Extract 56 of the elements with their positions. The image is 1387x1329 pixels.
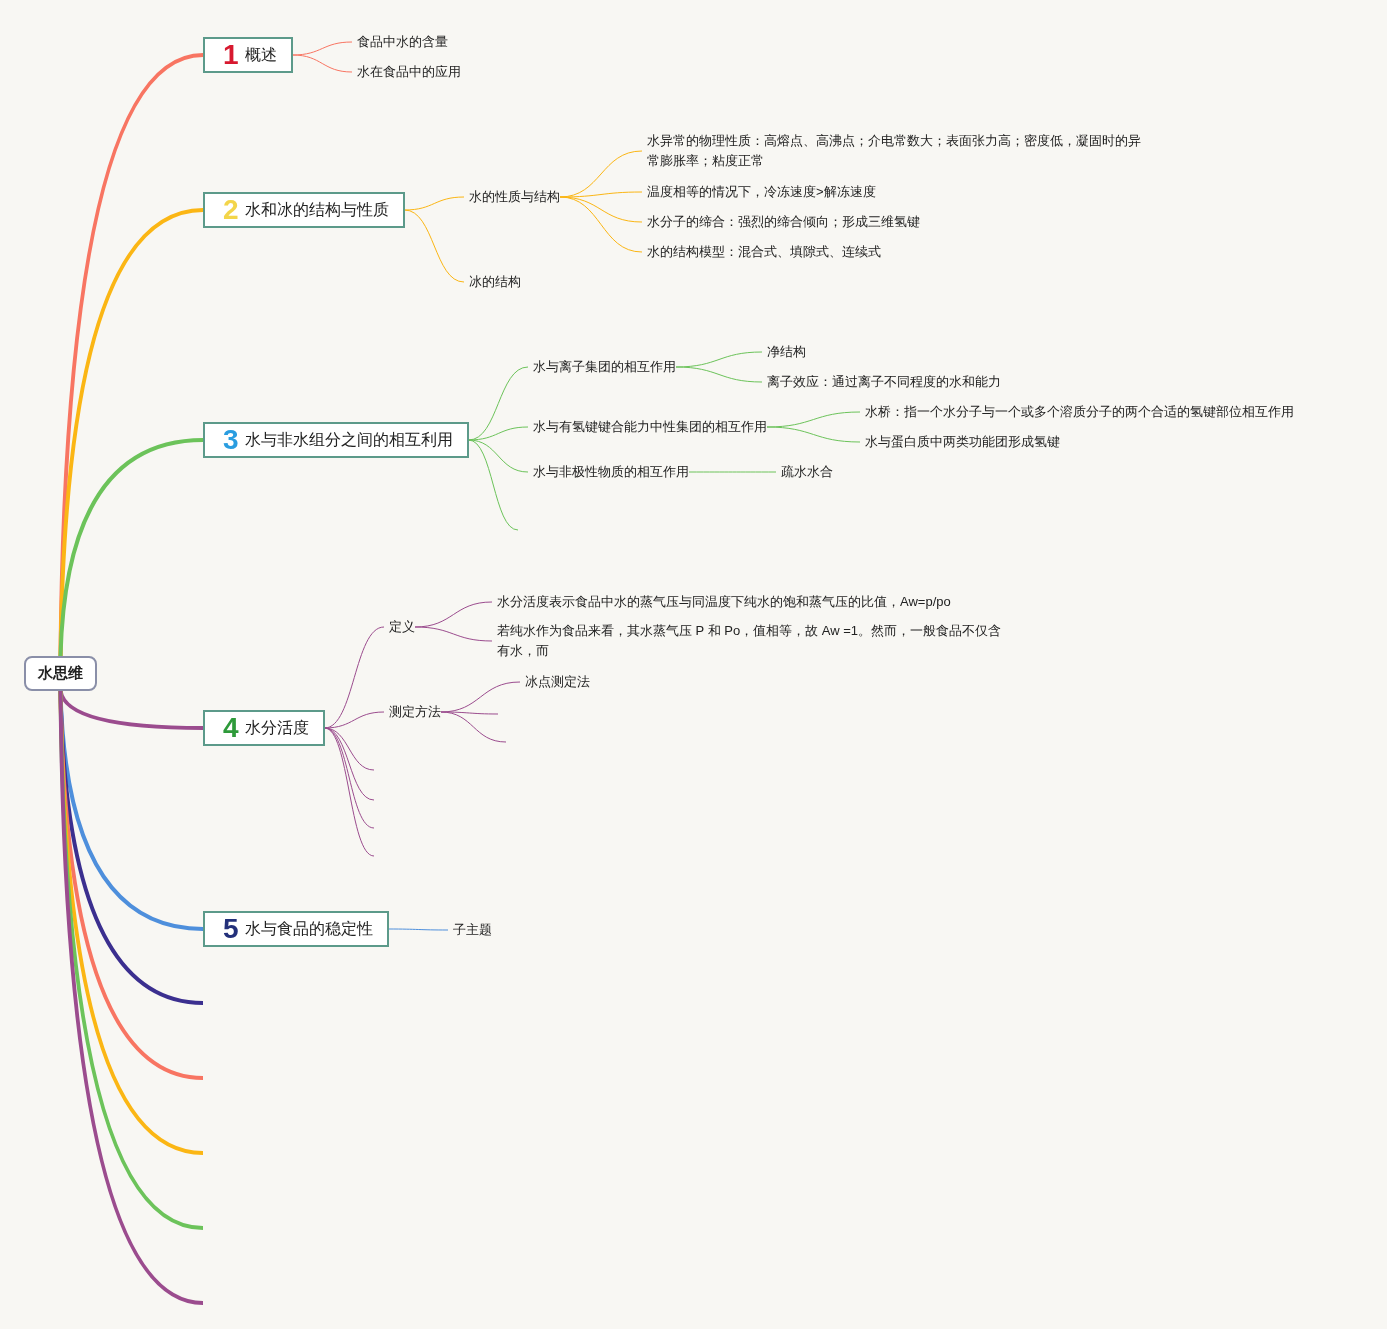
topic-number: 1: [223, 41, 239, 69]
topic-number: 2: [223, 196, 239, 224]
topic-title: 水分活度: [244, 718, 309, 738]
topic-number: 3: [223, 426, 239, 454]
connector-line: [404, 196, 465, 211]
connector-line: [559, 196, 643, 223]
connector-line: [468, 439, 529, 473]
subtopic-text: 定义: [384, 617, 415, 637]
subtopic-text: 若纯水作为食品来看，其水蒸气压 P 和 Po，值相等，故 Aw =1。然而，一般食品不仅含有水，而: [492, 621, 1002, 661]
subtopic-text: 食品中水的含量: [352, 32, 448, 52]
branch-line: [58, 53, 204, 657]
subtopic-text: 水分活度表示食品中水的蒸气压与同温度下纯水的饱和蒸气压的比值，Aw=p/po: [492, 592, 951, 612]
subtopic-text: 水异常的物理性质：高熔点、高沸点；介电常数大；表面张力高；密度低，凝固时的异常膨胀率；粘度正常: [642, 131, 1142, 171]
connector-line: [404, 209, 465, 283]
branch-line: [58, 438, 204, 657]
subtopic-text: 水与离子集团的相互作用: [528, 357, 676, 377]
subtopic-text: 温度相等的情况下，冷冻速度>解冻速度: [642, 182, 876, 202]
connector-line: [468, 426, 529, 441]
subtopic-text: 子主题: [448, 920, 492, 940]
topic-box: [203, 192, 405, 228]
connector-line: [388, 928, 449, 931]
subtopic-text: 冰的结构: [464, 272, 521, 292]
topic-box: [203, 422, 469, 458]
connector-line: [766, 426, 861, 443]
subtopic-text: 水桥：指一个水分子与一个或多个溶质分子的两个合适的氢键部位相互作用: [860, 402, 1294, 422]
connector-line: [675, 366, 763, 383]
subtopic-text: 离子效应：通过离子不同程度的水和能力: [762, 372, 1001, 392]
topic-box: [203, 911, 389, 947]
connector-line: [559, 196, 643, 253]
topic-title: 水和冰的结构与性质: [244, 200, 389, 220]
connector-line: [324, 711, 385, 729]
subtopic-text: 水与非极性物质的相互作用: [528, 462, 689, 482]
subtopic-text: 水与蛋白质中两类功能团形成氢键: [860, 432, 1060, 452]
subtopic-text: 水与有氢键键合能力中性集团的相互作用: [528, 417, 767, 437]
connector-line: [324, 727, 375, 857]
connector-line: [440, 711, 507, 743]
subtopic-text: 水的结构模型：混合式、填隙式、连续式: [642, 242, 881, 262]
subtopic-text: 冰点测定法: [520, 672, 590, 692]
topic-number: 4: [223, 714, 239, 742]
connector-line: [688, 471, 777, 473]
connector-line: [468, 439, 519, 531]
connector-line: [414, 626, 493, 642]
subtopic-text: 疏水水合: [776, 462, 833, 482]
subtopic-text: 水在食品中的应用: [352, 62, 461, 82]
topic-title: 水与非水组分之间的相互利用: [244, 430, 453, 450]
topic-title: 概述: [244, 45, 277, 65]
central-topic: 水思维: [24, 656, 97, 691]
topic-box: [203, 710, 325, 746]
connector-line: [292, 54, 353, 73]
topic-box: [203, 37, 293, 73]
subtopic-text: 测定方法: [384, 702, 441, 722]
subtopic-text: 净结构: [762, 342, 806, 362]
subtopic-text: 水分子的缔合：强烈的缔合倾向；形成三维氢键: [642, 212, 920, 232]
topic-title: 水与食品的稳定性: [244, 919, 373, 939]
topic-number: 5: [223, 915, 239, 943]
subtopic-text: 水的性质与结构: [464, 187, 560, 207]
